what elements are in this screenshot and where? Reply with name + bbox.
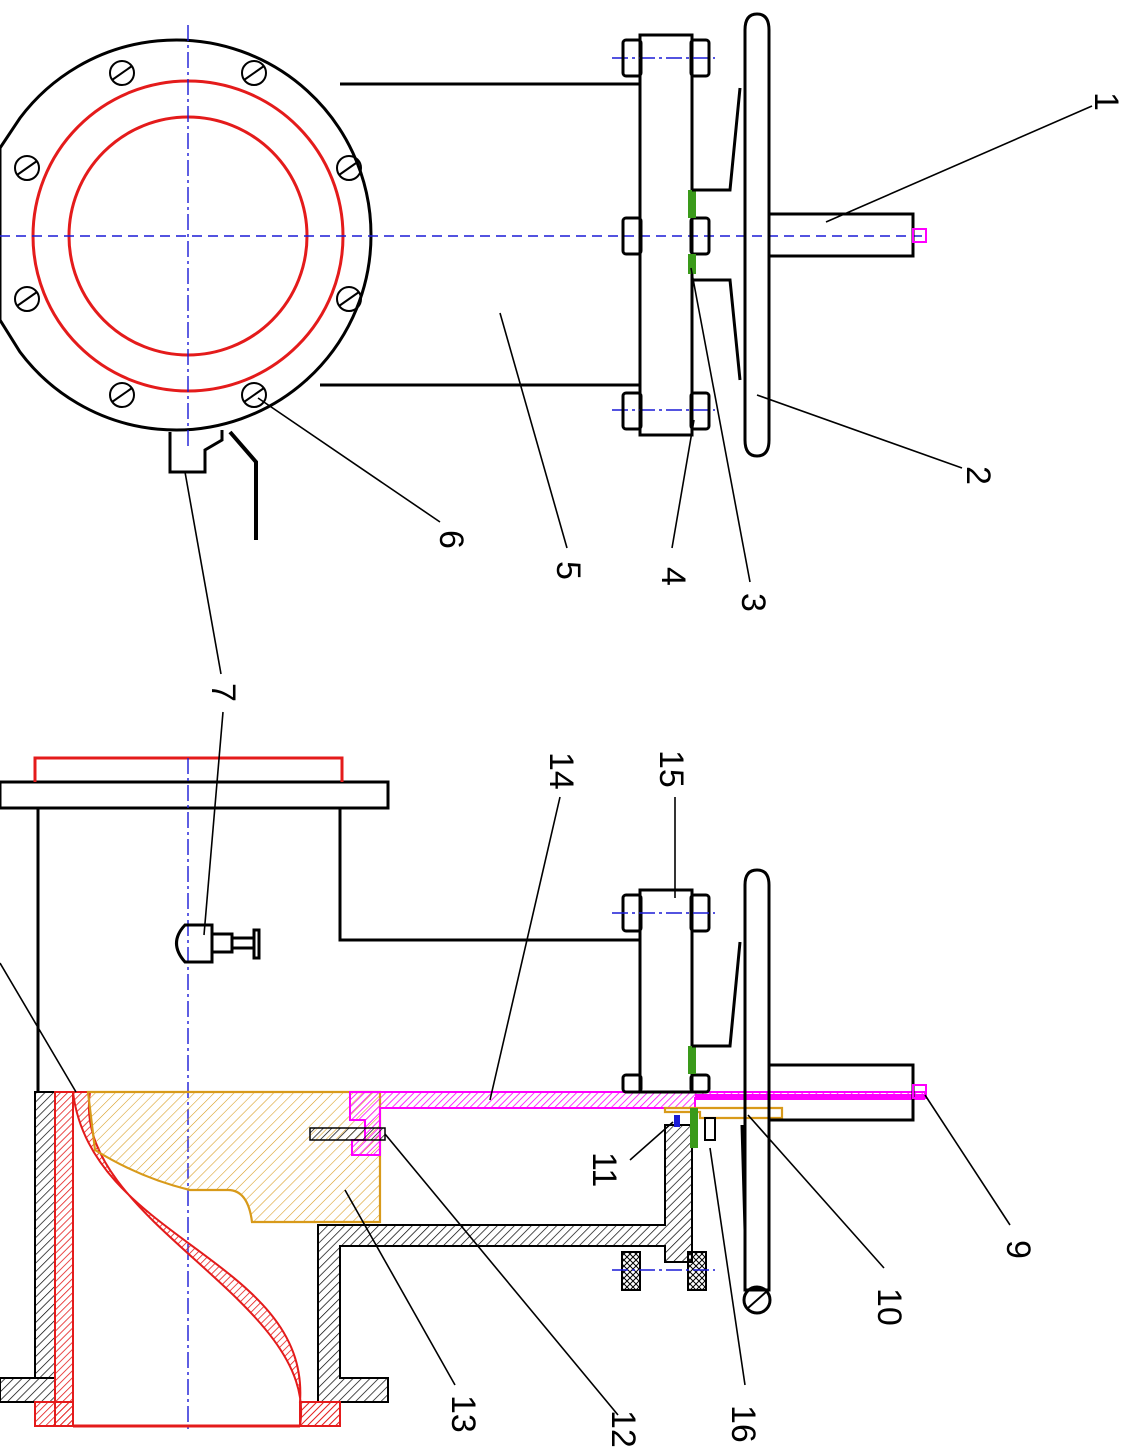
label-11: 11: [585, 1152, 623, 1187]
gate-bolt: [309, 1127, 386, 1141]
liner-left: [54, 1091, 74, 1427]
packing-bottom: [688, 254, 696, 274]
part-labels: 1 2 3 4 5 6 7 9 10 11 12 13 14 15 16: [204, 92, 1125, 1448]
label-10: 10: [870, 1288, 908, 1326]
packing-top: [688, 190, 696, 218]
gate-disc: [86, 1090, 382, 1224]
drain-valve: [175, 923, 261, 964]
top-view: [0, 12, 927, 540]
label-6: 6: [432, 530, 470, 549]
body-left-wall: [34, 1091, 56, 1379]
label-12: 12: [604, 1410, 642, 1448]
outlet-flange: [0, 780, 390, 810]
label-2: 2: [959, 466, 997, 485]
leader-lines: [0, 105, 1093, 1416]
body-flange-outline: [0, 38, 373, 432]
liner-left-foot: [34, 1401, 74, 1427]
drain-fitting: [168, 430, 224, 474]
yoke-hub: [692, 87, 742, 381]
stem: [767, 212, 915, 258]
gland: [663, 1106, 784, 1120]
bottom-flange-bolt: [612, 1251, 715, 1291]
label-16: 16: [724, 1405, 762, 1443]
bonnet-flange: [638, 33, 694, 437]
label-14: 14: [542, 752, 580, 790]
handwheel: [743, 12, 771, 458]
label-1: 1: [1087, 92, 1125, 111]
bonnet-nuts: [621, 38, 711, 431]
label-15: 15: [652, 750, 690, 788]
body-right-wall: [317, 1124, 693, 1403]
label-7: 7: [204, 683, 242, 702]
stem-end: [912, 228, 927, 243]
label-3: 3: [734, 593, 772, 612]
lever: [228, 430, 258, 540]
label-5: 5: [549, 561, 587, 580]
label-13: 13: [444, 1395, 482, 1433]
label-9: 9: [999, 1240, 1037, 1259]
body-left-foot: [0, 1377, 56, 1403]
section-view: [0, 756, 927, 1430]
stem-section: [349, 1091, 926, 1156]
flange-bolts: [14, 60, 362, 408]
label-4: 4: [654, 567, 692, 586]
